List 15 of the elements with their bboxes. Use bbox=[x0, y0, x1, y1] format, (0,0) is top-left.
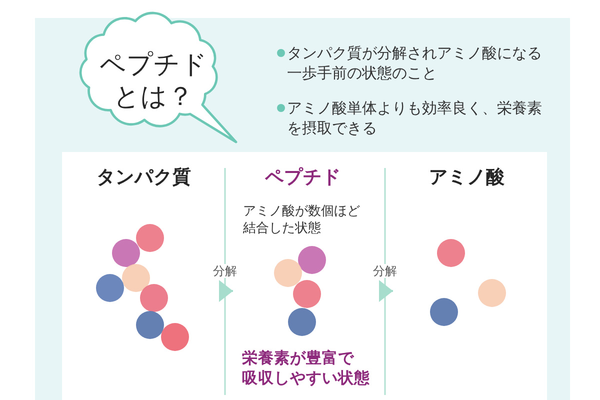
bubble-text: ペプチドとは？ bbox=[99, 49, 208, 113]
edge-label: 分解 bbox=[212, 264, 238, 278]
edge-label: 分解 bbox=[372, 264, 398, 278]
stage-heading: ペプチド bbox=[264, 166, 342, 190]
column-panel bbox=[385, 152, 547, 400]
arrow bbox=[219, 280, 233, 302]
arrow bbox=[379, 280, 393, 302]
column-panel bbox=[225, 152, 385, 400]
column-panel bbox=[62, 152, 225, 400]
bullet-text: アミノ酸単体よりも効率良く、栄養素を摂取できる bbox=[287, 98, 543, 138]
stage-heading: アミノ酸 bbox=[428, 166, 506, 190]
bullet-text: タンパク質が分解されアミノ酸になる一歩手前の状態のこと bbox=[287, 43, 543, 83]
stage-heading: タンパク質 bbox=[96, 166, 192, 190]
highlight-text: 栄養素が豊富で吸収しやすい状態 bbox=[242, 348, 371, 388]
description-text: アミノ酸が数個ほど結合した状態 bbox=[243, 203, 361, 237]
